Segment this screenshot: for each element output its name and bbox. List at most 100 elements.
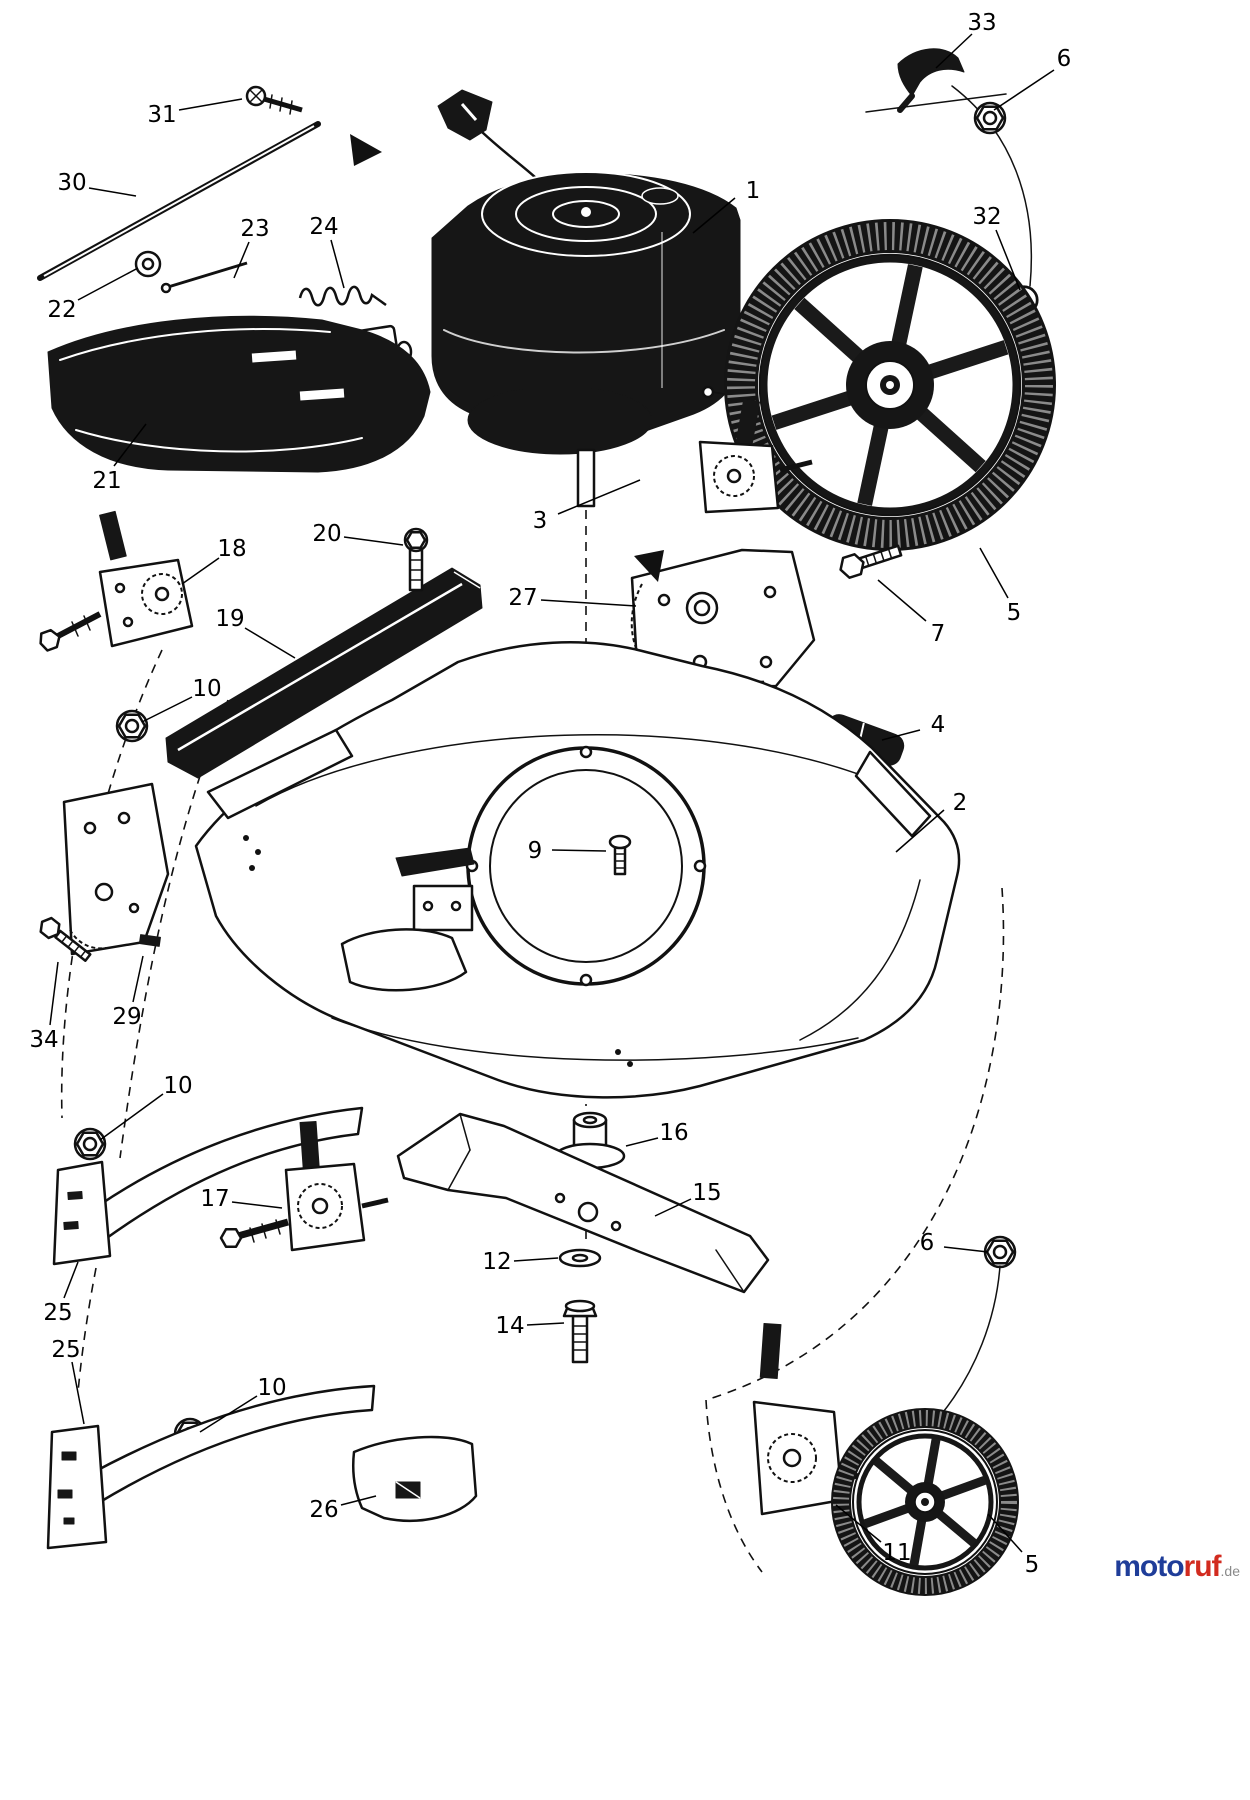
callout-label-23: 23 xyxy=(240,216,269,242)
watermark: motoruf.de xyxy=(1030,1550,1240,1584)
callout-label-2: 2 xyxy=(953,790,968,816)
spring-24 xyxy=(298,285,387,307)
callout-label-12: 12 xyxy=(482,1249,511,1275)
callout-label-16: 16 xyxy=(659,1120,688,1146)
callout-leader-3 xyxy=(557,479,641,515)
callout-leader-32 xyxy=(995,229,1021,291)
watermark-suffix: .de xyxy=(1220,1563,1240,1579)
callout-label-14: 14 xyxy=(495,1313,524,1339)
screw-31 xyxy=(245,85,303,115)
washer-12 xyxy=(558,1248,602,1268)
adjuster-bracket-29 xyxy=(62,782,170,956)
nut-6-top xyxy=(973,101,1007,135)
callout-leader-10 xyxy=(141,696,193,723)
mower-deck xyxy=(194,641,961,1099)
link-rod-23 xyxy=(160,261,248,294)
engine-assembly xyxy=(431,89,741,508)
callout-label-26: 26 xyxy=(309,1497,338,1523)
callout-leader-25 xyxy=(71,1361,85,1425)
chute-26 xyxy=(352,1435,478,1522)
callout-leader-14 xyxy=(526,1322,565,1326)
adjuster-bracket-18 xyxy=(39,510,194,652)
callout-leader-25 xyxy=(63,1261,79,1299)
support-bar-19 xyxy=(165,567,483,779)
nut-6-bottom xyxy=(983,1235,1017,1269)
bolt-20 xyxy=(403,527,429,592)
watermark-brand-1: moto xyxy=(1114,1550,1184,1583)
callout-leader-11 xyxy=(835,1504,882,1543)
callout-leader-29 xyxy=(132,955,144,1003)
callout-label-25: 25 xyxy=(51,1337,80,1363)
deflector-21 xyxy=(47,315,431,473)
bolt-7 xyxy=(839,544,903,579)
callout-label-32: 32 xyxy=(972,204,1001,230)
callout-label-3: 3 xyxy=(533,508,548,534)
callout-label-10: 10 xyxy=(163,1073,192,1099)
callout-leader-18 xyxy=(181,557,220,585)
callout-label-31: 31 xyxy=(147,102,176,128)
direction-arrow-rod xyxy=(350,134,382,166)
callout-label-27: 27 xyxy=(508,585,537,611)
callout-layer: 1234556679101010111214151617181920212223… xyxy=(29,10,1071,1578)
callout-leader-31 xyxy=(178,98,243,111)
callout-leader-21 xyxy=(113,423,147,467)
callout-leader-4 xyxy=(881,729,921,741)
drive-rod-30 xyxy=(37,121,382,281)
adjuster-bracket-27 xyxy=(630,548,816,694)
callout-label-33: 33 xyxy=(967,10,996,36)
washer-22 xyxy=(134,250,162,278)
callout-label-6: 6 xyxy=(1057,46,1072,72)
callout-leader-24 xyxy=(330,239,345,289)
bolt-14 xyxy=(562,1299,598,1364)
nut-10-b xyxy=(73,1127,107,1161)
callout-label-18: 18 xyxy=(217,536,246,562)
callout-label-34: 34 xyxy=(29,1027,58,1053)
callout-label-4: 4 xyxy=(931,712,946,738)
guard-bracket-25-lower xyxy=(46,1384,376,1550)
callout-label-10: 10 xyxy=(192,676,221,702)
callout-leader-1 xyxy=(692,197,736,234)
direction-arrow-27 xyxy=(634,550,664,582)
callout-label-17: 17 xyxy=(200,1186,229,1212)
callout-label-1: 1 xyxy=(746,178,761,204)
callout-label-7: 7 xyxy=(931,621,946,647)
starter-handle xyxy=(437,89,493,141)
bolt-9 xyxy=(608,834,632,876)
nut-10-a xyxy=(115,709,149,743)
rear-wheel-small xyxy=(831,1408,1019,1596)
callout-label-20: 20 xyxy=(312,521,341,547)
callout-label-21: 21 xyxy=(92,468,121,494)
blade-15 xyxy=(396,1112,770,1294)
callout-leader-6 xyxy=(943,1246,989,1253)
callout-leader-2 xyxy=(895,809,945,853)
callout-label-29: 29 xyxy=(112,1004,141,1030)
callout-leader-22 xyxy=(77,267,139,301)
callout-label-5: 5 xyxy=(1025,1552,1040,1578)
callout-leader-34 xyxy=(49,961,59,1026)
callout-leader-7 xyxy=(877,579,927,622)
callout-leader-17 xyxy=(231,1201,283,1209)
callout-leader-10 xyxy=(199,1395,258,1433)
guard-bracket-25-upper xyxy=(52,1106,364,1266)
bolt-34 xyxy=(39,916,92,962)
callout-label-19: 19 xyxy=(215,606,244,632)
callout-leader-19 xyxy=(244,627,296,659)
callout-leader-12 xyxy=(513,1257,559,1262)
height-adjuster-upper xyxy=(698,398,813,514)
callout-leader-16 xyxy=(625,1137,659,1147)
callout-leader-9 xyxy=(551,849,607,852)
callout-label-25: 25 xyxy=(43,1300,72,1326)
callout-leader-20 xyxy=(343,536,404,546)
watermark-brand-2: ruf xyxy=(1183,1550,1222,1583)
callout-leader-5 xyxy=(979,547,1009,599)
callout-label-9: 9 xyxy=(528,838,543,864)
callout-label-24: 24 xyxy=(309,214,338,240)
callout-leader-26 xyxy=(340,1495,377,1506)
cable-curve-bottom xyxy=(939,1265,1001,1417)
adjuster-bracket-17 xyxy=(219,1120,389,1252)
crankshaft-3 xyxy=(576,448,596,508)
callout-label-15: 15 xyxy=(692,1180,721,1206)
callout-leader-27 xyxy=(540,599,637,607)
